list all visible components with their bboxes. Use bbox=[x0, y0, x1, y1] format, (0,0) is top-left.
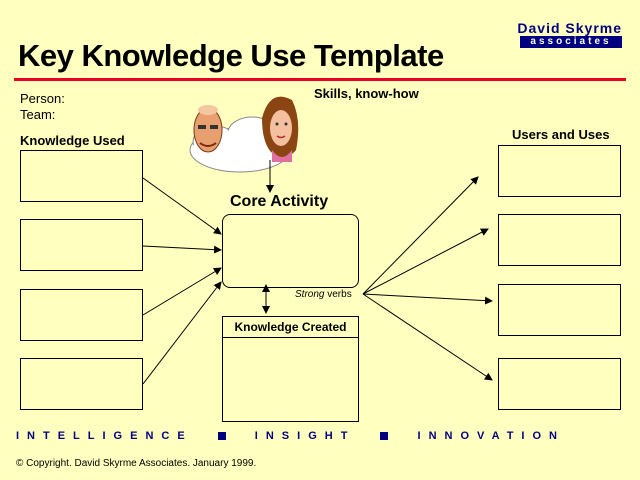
core-activity-box[interactable] bbox=[222, 214, 359, 288]
tagline-insight: INSIGHT bbox=[254, 430, 356, 442]
brand-subtitle: associates bbox=[520, 36, 622, 48]
arrow-used-2 bbox=[142, 245, 222, 254]
strong-verbs-note: Strong verbs bbox=[295, 289, 352, 300]
knowledge-used-box-1[interactable] bbox=[20, 150, 143, 202]
title-divider bbox=[14, 78, 626, 81]
page-title: Key Knowledge Use Template bbox=[18, 38, 444, 73]
users-uses-box-4[interactable] bbox=[498, 358, 621, 410]
arrow-used-3 bbox=[142, 267, 222, 316]
users-uses-label: Users and Uses bbox=[512, 127, 610, 142]
knowledge-created-box[interactable]: Knowledge Created bbox=[222, 316, 359, 422]
users-uses-box-3[interactable] bbox=[498, 284, 621, 336]
square-bullet-icon bbox=[217, 432, 226, 441]
skills-label: Skills, know-how bbox=[314, 86, 419, 101]
users-uses-box-2[interactable] bbox=[498, 214, 621, 266]
verbs-word: verbs bbox=[324, 289, 352, 300]
man-face-icon bbox=[193, 105, 223, 153]
knowledge-created-label: Knowledge Created bbox=[223, 317, 358, 338]
woman-face-icon bbox=[262, 96, 299, 162]
knowledge-used-label: Knowledge Used bbox=[20, 133, 125, 148]
knowledge-used-box-4[interactable] bbox=[20, 358, 143, 410]
arrow-uses-1 bbox=[362, 176, 479, 295]
core-activity-label: Core Activity bbox=[230, 193, 329, 210]
strong-word: Strong bbox=[295, 289, 325, 300]
knowledge-used-box-3[interactable] bbox=[20, 289, 143, 341]
arrow-uses-3 bbox=[362, 293, 493, 305]
tagline-bar: INTELLIGENCE INSIGHT INNOVATION bbox=[16, 430, 626, 442]
arrow-uses-2 bbox=[362, 228, 489, 295]
brand-name: David Skyrme bbox=[517, 20, 622, 36]
knowledge-used-box-2[interactable] bbox=[20, 219, 143, 271]
tagline-innovation: INNOVATION bbox=[417, 430, 565, 442]
person-label: Person: bbox=[20, 91, 65, 106]
arrow-uses-4 bbox=[362, 293, 493, 381]
square-bullet-icon bbox=[380, 432, 389, 441]
team-label: Team: bbox=[20, 107, 56, 122]
arrow-used-4 bbox=[142, 281, 222, 385]
tagline-intelligence: INTELLIGENCE bbox=[16, 430, 193, 442]
users-uses-box-1[interactable] bbox=[498, 145, 621, 197]
arrow-used-1 bbox=[142, 177, 222, 235]
copyright-notice: © Copyright. David Skyrme Associates. Ja… bbox=[16, 458, 257, 469]
